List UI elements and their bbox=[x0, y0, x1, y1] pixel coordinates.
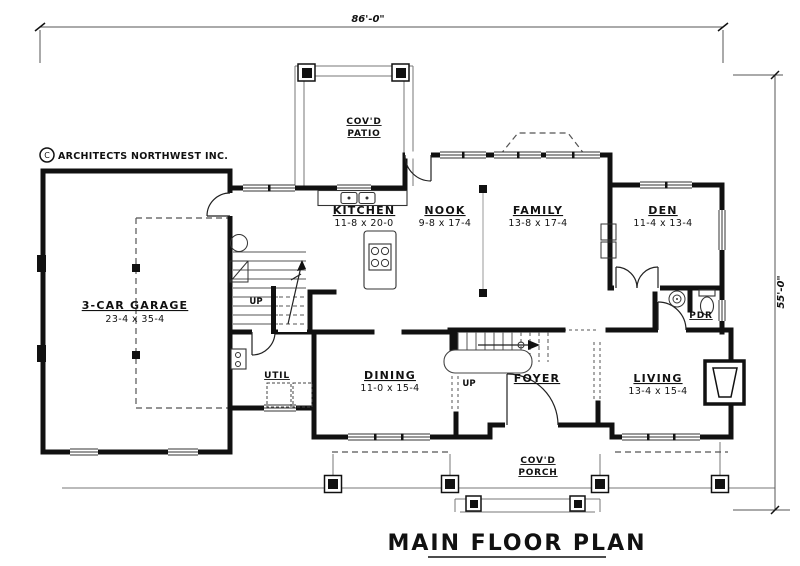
door-util bbox=[251, 328, 276, 356]
copyright-text: ARCHITECTS NORTHWEST INC. bbox=[58, 151, 228, 162]
bay-window-dashed bbox=[499, 132, 586, 156]
pdr-label: PDR bbox=[689, 311, 712, 321]
dryer-icon bbox=[292, 382, 313, 408]
den-french-doors bbox=[614, 266, 660, 292]
door-garage-hall bbox=[206, 192, 234, 217]
living-west-stub bbox=[595, 400, 615, 428]
door-powder-room bbox=[657, 301, 687, 334]
window-icon bbox=[440, 151, 486, 159]
kitchen-size: 11-8 x 20-0 bbox=[334, 218, 393, 229]
window-icon bbox=[718, 300, 726, 321]
util-sink-icon bbox=[230, 348, 247, 370]
back-stairs bbox=[229, 234, 307, 334]
garage-pilaster bbox=[37, 345, 46, 362]
copyright-icon bbox=[39, 147, 55, 163]
column-post bbox=[479, 185, 487, 193]
room-labels: 3-CAR GARAGE 23-4 x 35-4 COV'D PATIO KIT… bbox=[82, 117, 712, 478]
media-niche bbox=[600, 223, 617, 241]
door-nook-patio bbox=[404, 151, 432, 182]
garage-label: 3-CAR GARAGE bbox=[82, 299, 189, 312]
kitchen-fixtures bbox=[317, 189, 408, 290]
toilet-icon bbox=[698, 289, 716, 297]
window-icon bbox=[243, 184, 295, 192]
svg-text:PATIO: PATIO bbox=[347, 129, 380, 139]
nook-label: NOOK bbox=[424, 204, 465, 217]
family-label: FAMILY bbox=[513, 204, 563, 217]
page-title: MAIN FLOOR PLAN bbox=[387, 531, 646, 556]
window-icon bbox=[640, 181, 692, 189]
family-size: 13-8 x 17-4 bbox=[508, 218, 567, 229]
hall-fixture-icon bbox=[230, 234, 248, 252]
kitchen-label: KITCHEN bbox=[333, 204, 396, 217]
window-icon bbox=[494, 151, 541, 159]
column-post bbox=[479, 289, 487, 297]
window-icon bbox=[622, 433, 700, 441]
nook-size: 9-8 x 17-4 bbox=[419, 218, 472, 229]
overall-height-dimension: 55'-0" bbox=[776, 275, 787, 308]
dining-label: DINING bbox=[364, 369, 416, 382]
stair-rail bbox=[443, 349, 533, 374]
kitchen-hall-walls bbox=[307, 289, 459, 335]
window-icon bbox=[168, 448, 198, 456]
up-label-front: UP bbox=[462, 379, 475, 389]
garage-size: 23-4 x 35-4 bbox=[105, 314, 164, 325]
den-size: 11-4 x 13-4 bbox=[633, 218, 692, 229]
foyer-stairs bbox=[443, 332, 549, 374]
porch-label: COV'D bbox=[520, 456, 555, 466]
den-label: DEN bbox=[648, 204, 677, 217]
covered-patio-structure bbox=[294, 63, 414, 186]
powder-room-fixtures bbox=[668, 289, 716, 316]
window-icon bbox=[718, 210, 726, 250]
windows bbox=[70, 151, 726, 456]
svg-text:C: C bbox=[44, 151, 50, 160]
util-fixtures bbox=[230, 348, 313, 408]
washer-icon bbox=[266, 382, 292, 408]
doors bbox=[206, 151, 687, 429]
hall-fixture-icon bbox=[229, 260, 249, 283]
fireplace bbox=[703, 359, 746, 406]
cooktop-icon bbox=[368, 243, 392, 271]
window-icon bbox=[546, 151, 600, 159]
stair-rail bbox=[271, 286, 276, 334]
window-icon bbox=[348, 433, 430, 441]
garage-pilaster bbox=[37, 255, 46, 272]
stair-up-arrow-icon bbox=[287, 261, 303, 325]
covered-porch-structure bbox=[62, 442, 775, 513]
living-label: LIVING bbox=[633, 372, 682, 385]
living-size: 13-4 x 15-4 bbox=[628, 386, 687, 397]
overall-width-dimension: 86'-0" bbox=[351, 14, 384, 25]
copyright: C ARCHITECTS NORTHWEST INC. bbox=[39, 147, 228, 163]
dimension-lines: 86'-0" 55'-0" bbox=[34, 14, 790, 515]
up-label-back: UP bbox=[249, 297, 262, 307]
media-niche bbox=[600, 241, 617, 259]
patio-label: COV'D bbox=[346, 117, 381, 127]
util-label: UTIL bbox=[264, 371, 290, 381]
powder-room-walls bbox=[652, 285, 693, 333]
foyer-label: FOYER bbox=[514, 372, 560, 385]
sheet-title: MAIN FLOOR PLAN bbox=[387, 531, 646, 558]
dining-size: 11-0 x 15-4 bbox=[360, 383, 419, 394]
front-door bbox=[505, 373, 559, 429]
sink-icon bbox=[668, 290, 686, 308]
window-icon bbox=[70, 448, 98, 456]
svg-text:PORCH: PORCH bbox=[518, 468, 557, 478]
